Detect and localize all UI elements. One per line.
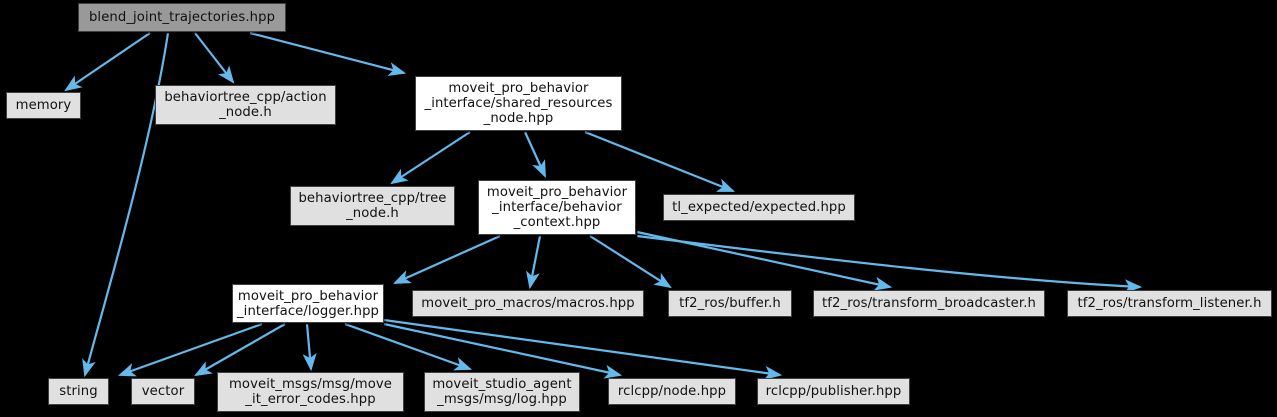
node-label-moveit_msgs: moveit_msgs/msg/move _it_error_codes.hpp: [228, 377, 393, 407]
node-rclcpp_node[interactable]: rclcpp/node.hpp: [608, 378, 736, 405]
node-label-studio_msgs: moveit_studio_agent _msgs/msg/log.hpp: [432, 377, 572, 407]
node-label-rclcpp_pub: rclcpp/publisher.hpp: [765, 384, 902, 399]
node-label-memory: memory: [15, 98, 72, 113]
node-logger[interactable]: moveit_pro_behavior _interface/logger.hp…: [232, 284, 384, 323]
edge-behavior_ctx-to-logger: [392, 234, 501, 285]
node-label-tf_buffer: tf2_ros/buffer.h: [679, 296, 781, 311]
edge-behavior_ctx-to-macros: [526, 235, 542, 290]
node-tf_listener[interactable]: tf2_ros/transform_listener.h: [1067, 290, 1272, 317]
edge-group: [64, 31, 1143, 380]
node-label-logger: moveit_pro_behavior _interface/logger.hp…: [236, 288, 380, 319]
edge-shared_res-to-tl_expected: [584, 130, 736, 193]
node-label-tf_broadcaster: tf2_ros/transform_broadcaster.h: [822, 296, 1036, 311]
edge-blend-to-string: [82, 32, 170, 378]
node-memory[interactable]: memory: [6, 92, 81, 119]
node-label-shared_res: moveit_pro_behavior _interface/shared_re…: [424, 81, 613, 126]
node-label-blend: blend_joint_trajectories.hpp: [88, 10, 276, 25]
node-tf_buffer[interactable]: tf2_ros/buffer.h: [668, 290, 792, 317]
edge-logger-to-rclcpp_node: [383, 322, 623, 379]
node-moveit_msgs[interactable]: moveit_msgs/msg/move _it_error_codes.hpp: [217, 372, 404, 412]
edge-shared_res-to-behavior_ctx: [523, 131, 547, 179]
node-label-string: string: [59, 384, 98, 399]
edge-behavior_ctx-to-tf_listener: [636, 234, 1143, 294]
node-string[interactable]: string: [48, 378, 109, 405]
node-shared_res[interactable]: moveit_pro_behavior _interface/shared_re…: [415, 76, 622, 131]
edge-logger-to-studio_msgs: [344, 322, 473, 371]
edge-shared_res-to-bt_tree: [390, 131, 471, 185]
edge-logger-to-string: [117, 322, 263, 377]
node-bt_tree[interactable]: behaviortree_cpp/tree _node.h: [290, 186, 455, 226]
edge-logger-to-rclcpp_pub: [383, 318, 783, 380]
node-behavior_ctx[interactable]: moveit_pro_behavior _interface/behavior …: [478, 180, 636, 235]
node-label-bt_tree: behaviortree_cpp/tree _node.h: [298, 191, 447, 221]
node-blend[interactable]: blend_joint_trajectories.hpp: [78, 3, 286, 32]
node-tl_expected[interactable]: tl_expected/expected.hpp: [663, 194, 855, 221]
node-macros[interactable]: moveit_pro_macros/macros.hpp: [412, 290, 644, 317]
node-label-behavior_ctx: moveit_pro_behavior _interface/behavior …: [486, 185, 628, 230]
edge-blend-to-bt_action: [194, 32, 235, 84]
node-label-vector: vector: [141, 384, 185, 399]
node-tf_broadcaster[interactable]: tf2_ros/transform_broadcaster.h: [813, 290, 1045, 317]
node-label-tl_expected: tl_expected/expected.hpp: [672, 200, 846, 215]
edge-logger-to-moveit_msgs: [302, 323, 317, 372]
node-label-tf_listener: tf2_ros/transform_listener.h: [1077, 296, 1262, 311]
node-studio_msgs[interactable]: moveit_studio_agent _msgs/msg/log.hpp: [424, 372, 580, 412]
node-label-bt_action: behaviortree_cpp/action _node.h: [164, 90, 327, 120]
node-bt_action[interactable]: behaviortree_cpp/action _node.h: [155, 85, 336, 125]
edge-logger-to-vector: [194, 323, 286, 377]
node-label-rclcpp_node: rclcpp/node.hpp: [617, 384, 727, 399]
edge-behavior_ctx-to-tf_buffer: [589, 235, 672, 289]
node-label-macros: moveit_pro_macros/macros.hpp: [421, 296, 635, 311]
edge-blend-to-shared_res: [249, 31, 407, 76]
node-vector[interactable]: vector: [131, 378, 195, 405]
edge-blend-to-memory: [64, 32, 151, 92]
node-rclcpp_pub[interactable]: rclcpp/publisher.hpp: [757, 378, 910, 405]
